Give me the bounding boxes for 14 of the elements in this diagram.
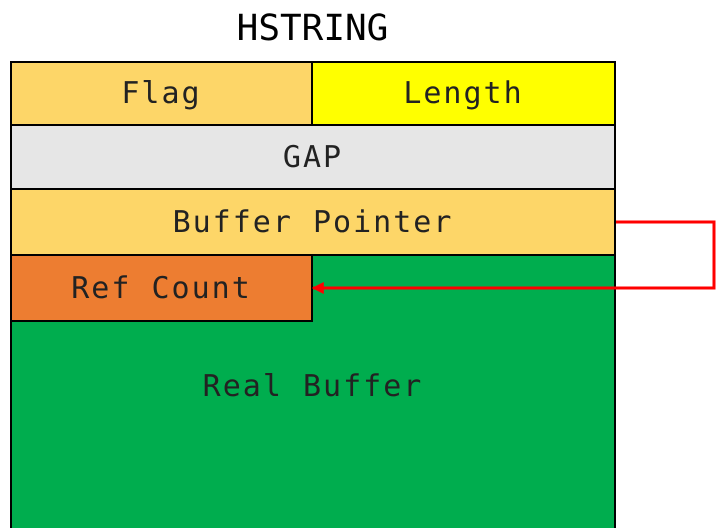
field-box xyxy=(10,124,616,190)
title: HSTRING xyxy=(236,8,390,49)
arrow xyxy=(312,220,716,294)
buffer-box xyxy=(10,254,616,528)
field-box xyxy=(311,61,616,126)
field-label: GAP xyxy=(282,140,344,174)
field-label: Flag xyxy=(121,76,202,111)
field-label: Buffer Pointer xyxy=(172,204,454,240)
field-label: Real Buffer xyxy=(202,369,424,404)
field-box xyxy=(10,61,313,126)
field-label: Length xyxy=(403,76,524,111)
field-box xyxy=(10,188,616,256)
field-label: Ref Count xyxy=(71,270,252,306)
field-box xyxy=(10,254,313,322)
